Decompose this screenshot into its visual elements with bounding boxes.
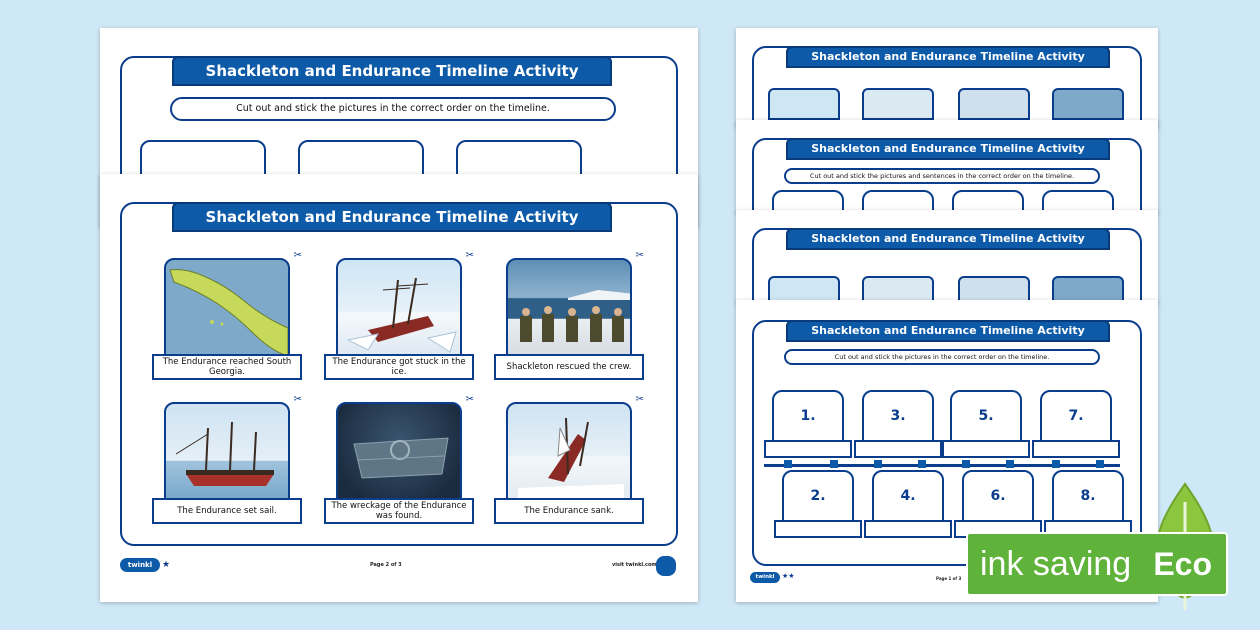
caption-slot (1032, 440, 1120, 458)
instruction-pill: Cut out and stick the pictures and sente… (784, 168, 1100, 184)
ship-in-ice-image (336, 258, 462, 356)
caption-slot (774, 520, 862, 538)
ink-saving-eco-badge: ink saving Eco (966, 532, 1228, 596)
wreckage-image (336, 402, 462, 500)
twinkl-logo: twinkl (750, 572, 780, 583)
timeline-node (1096, 460, 1104, 468)
picture-thumbnail (768, 88, 840, 120)
caption-slot (854, 440, 942, 458)
timeline-box-4: 4. (872, 470, 944, 522)
twinkl-logo: twinkl (120, 558, 160, 572)
worksheet-title-banner: Shackleton and Endurance Timeline Activi… (172, 56, 612, 86)
timeline-node (874, 460, 882, 468)
timeline-node (918, 460, 926, 468)
scissors-icon: ✂ (465, 250, 474, 261)
timeline-node (784, 460, 792, 468)
site-link: visit twinkl.com (612, 562, 657, 568)
picture-thumbnail (1052, 88, 1124, 120)
timeline-box-5: 5. (950, 390, 1022, 442)
scissors-icon: ✂ (293, 394, 302, 405)
worksheet-page-stack-b: Shackleton and Endurance Timeline Activi… (736, 120, 1158, 214)
ink-saving-label: ink saving (980, 544, 1132, 583)
eco-label: Eco (1153, 546, 1212, 582)
star-rating: ★ (162, 560, 171, 570)
timeline-line (764, 464, 1120, 467)
caption-slot (942, 440, 1030, 458)
worksheet-page-stack-a: Shackleton and Endurance Timeline Activi… (736, 28, 1158, 128)
picture-thumbnail (862, 88, 934, 120)
caption-slot (764, 440, 852, 458)
worksheet-page-2: Shackleton and Endurance Timeline Activi… (100, 174, 698, 602)
crew-waving-image (506, 258, 632, 356)
page-number: Page 1 of 3 (936, 576, 962, 581)
timeline-box-3: 3. (862, 390, 934, 442)
timeline-box-2: 2. (782, 470, 854, 522)
ship-sinking-image (506, 402, 632, 500)
worksheet-title-banner: Shackleton and Endurance Timeline Activi… (172, 202, 612, 232)
star-rating: ★★ (782, 572, 795, 580)
worksheet-title-banner: Shackleton and Endurance Timeline Activi… (786, 138, 1110, 160)
caption-slot (864, 520, 952, 538)
timeline-node (830, 460, 838, 468)
timeline-node (1052, 460, 1060, 468)
scissors-icon: ✂ (293, 250, 302, 261)
worksheet-page-stack-c: Shackleton and Endurance Timeline Activi… (736, 210, 1158, 304)
picture-thumbnail (768, 276, 840, 304)
south-georgia-map-image (164, 258, 290, 356)
picture-caption: The Endurance sank. (494, 498, 644, 524)
timeline-node (962, 460, 970, 468)
scissors-icon: ✂ (465, 394, 474, 405)
timeline-box-8: 8. (1052, 470, 1124, 522)
timeline-box-6: 6. (962, 470, 1034, 522)
instruction-pill: Cut out and stick the pictures in the co… (170, 97, 616, 121)
scissors-icon: ✂ (635, 394, 644, 405)
picture-caption: The wreckage of the Endurance was found. (324, 498, 474, 524)
picture-thumbnail (1052, 276, 1124, 304)
picture-caption: The Endurance got stuck in the ice. (324, 354, 474, 380)
page-number: Page 2 of 3 (370, 562, 402, 568)
scissors-icon: ✂ (635, 250, 644, 261)
twinkl-badge-icon (656, 556, 676, 576)
timeline-box-7: 7. (1040, 390, 1112, 442)
picture-caption: The Endurance set sail. (152, 498, 302, 524)
timeline-node (1006, 460, 1014, 468)
instruction-pill: Cut out and stick the pictures in the co… (784, 349, 1100, 365)
timeline-box-1: 1. (772, 390, 844, 442)
picture-caption: The Endurance reached South Georgia. (152, 354, 302, 380)
picture-thumbnail (862, 276, 934, 304)
picture-thumbnail (958, 276, 1030, 304)
picture-caption: Shackleton rescued the crew. (494, 354, 644, 380)
picture-thumbnail (958, 88, 1030, 120)
worksheet-title-banner: Shackleton and Endurance Timeline Activi… (786, 228, 1110, 250)
worksheet-title-banner: Shackleton and Endurance Timeline Activi… (786, 320, 1110, 342)
ship-sailing-image (164, 402, 290, 500)
worksheet-title-banner: Shackleton and Endurance Timeline Activi… (786, 46, 1110, 68)
